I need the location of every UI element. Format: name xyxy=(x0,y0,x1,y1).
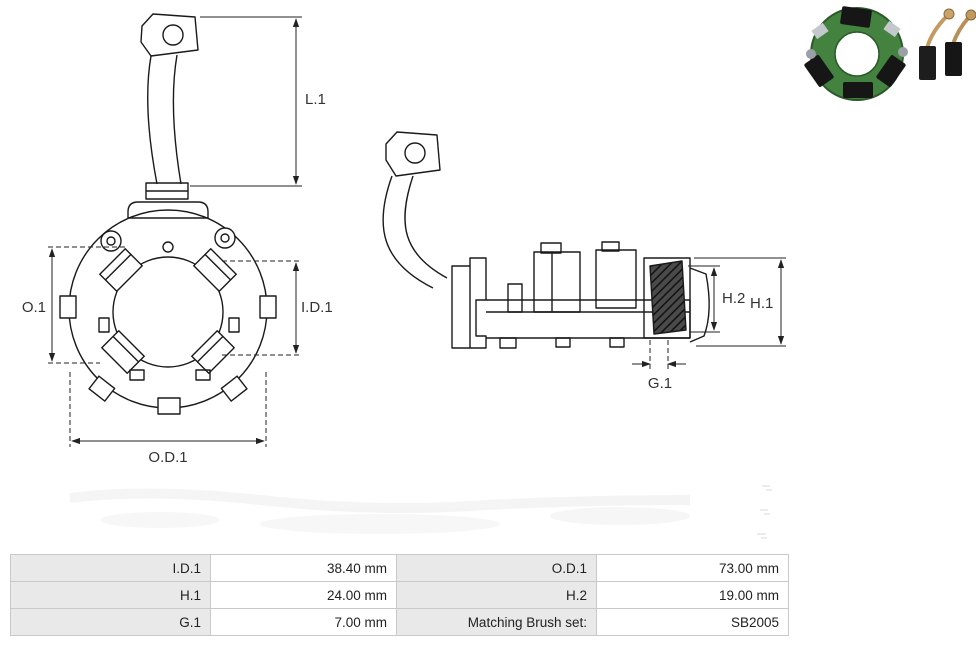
side-view-drawing xyxy=(382,131,710,349)
spec-label-g1: G.1 xyxy=(10,608,211,636)
loose-brushes xyxy=(919,8,976,80)
spec-value-id1: 38.40 mm xyxy=(210,554,397,582)
table-row: G.1 7.00 mm Matching Brush set: SB2005 xyxy=(10,608,789,636)
front-tab xyxy=(140,13,199,57)
side-view-dimensions xyxy=(632,257,786,372)
front-view-drawing xyxy=(59,13,277,415)
product-photo xyxy=(804,6,976,101)
table-row: I.D.1 38.40 mm O.D.1 73.00 mm xyxy=(10,554,789,582)
spec-value-matching-brush-set: SB2005 xyxy=(596,608,789,636)
technical-drawing-area: L.1 O.1 I.D.1 O.D.1 xyxy=(22,6,976,539)
spec-table: I.D.1 38.40 mm O.D.1 73.00 mm H.1 24.00 … xyxy=(10,554,789,636)
spec-label-matching-brush-set: Matching Brush set: xyxy=(396,608,597,636)
metal-clips xyxy=(811,20,901,40)
front-tab-hole xyxy=(162,24,184,46)
dimension-label-id1: I.D.1 xyxy=(301,299,333,316)
spec-label-h2: H.2 xyxy=(396,581,597,609)
dimension-label-l1: L.1 xyxy=(305,91,326,108)
front-inner-ring xyxy=(112,256,224,368)
spec-label-od1: O.D.1 xyxy=(396,554,597,582)
front-view-dimensions xyxy=(48,16,302,447)
spec-label-h1: H.1 xyxy=(10,581,211,609)
brush-blocks xyxy=(804,6,906,98)
spec-value-h1: 24.00 mm xyxy=(210,581,397,609)
scan-artifact xyxy=(69,485,772,539)
spec-value-h2: 19.00 mm xyxy=(596,581,789,609)
table-row: H.1 24.00 mm H.2 19.00 mm xyxy=(10,581,789,609)
dimension-label-od1: O.D.1 xyxy=(148,449,187,466)
dimension-label-h1: H.1 xyxy=(750,295,773,312)
dimension-label-h2: H.2 xyxy=(722,290,745,307)
spec-label-id1: I.D.1 xyxy=(10,554,211,582)
dimension-label-g1: G.1 xyxy=(648,375,672,392)
dimension-label-o1: O.1 xyxy=(22,299,46,316)
spec-value-g1: 7.00 mm xyxy=(210,608,397,636)
spec-value-od1: 73.00 mm xyxy=(596,554,789,582)
